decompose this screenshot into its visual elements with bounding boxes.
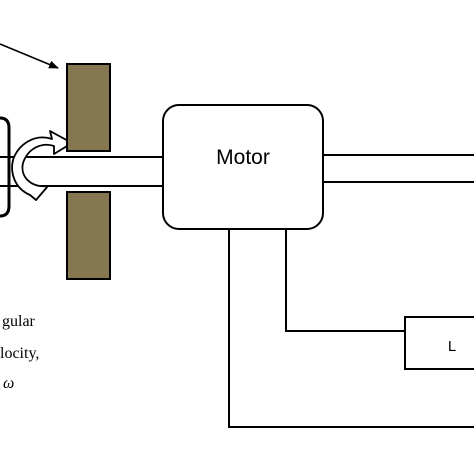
load-label: L — [448, 338, 456, 355]
rotation-arrow — [11, 130, 73, 201]
angular-velocity-line-1: gular — [2, 313, 36, 330]
plate-upper — [66, 63, 111, 152]
angular-velocity-line-3: ω — [3, 375, 14, 392]
return-wire — [228, 229, 474, 428]
load-wire — [285, 229, 405, 332]
load-box — [404, 316, 474, 370]
pointer-arrow — [0, 43, 59, 69]
motor-box — [162, 104, 324, 230]
angular-velocity-line-2: locity, — [0, 345, 39, 362]
left-disc-edge — [0, 116, 11, 218]
plate-lower — [66, 191, 111, 280]
motor-label: Motor — [216, 146, 270, 169]
